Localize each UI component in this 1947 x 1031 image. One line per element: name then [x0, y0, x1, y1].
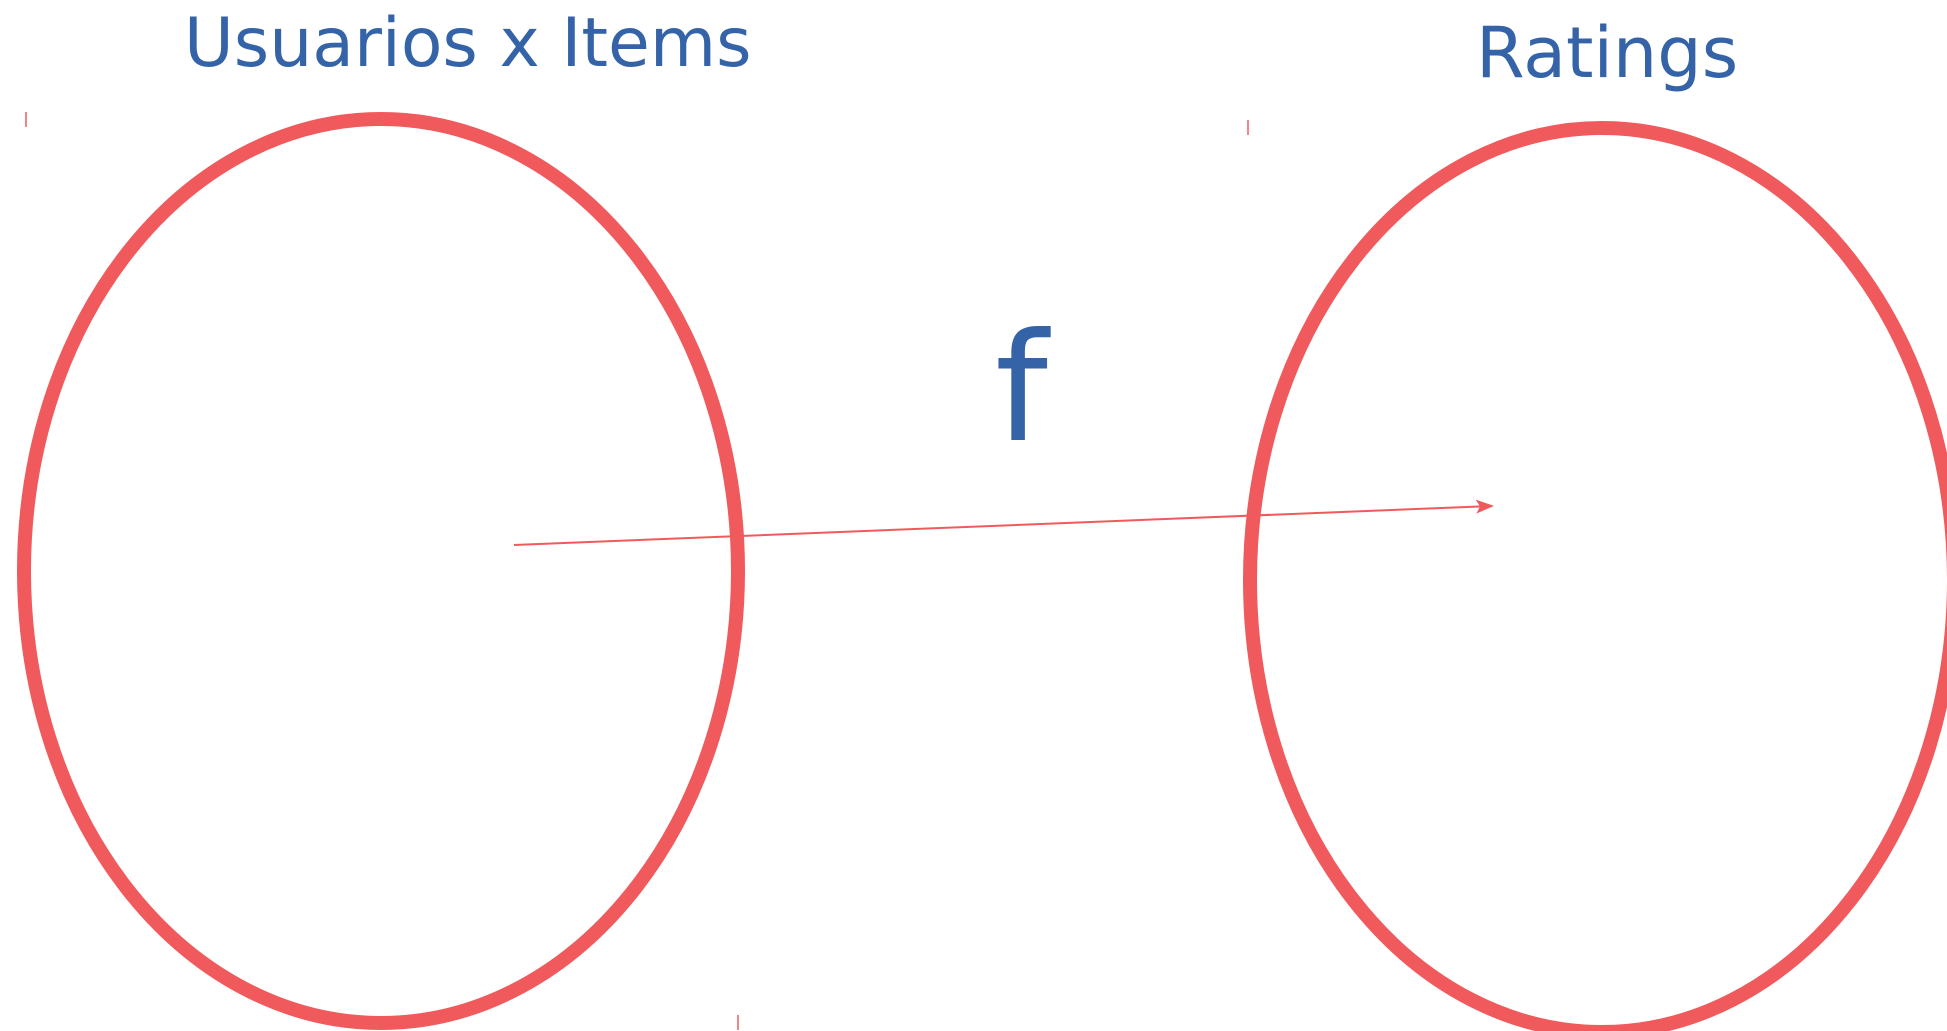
domain-set-label: Usuarios x Items	[184, 4, 752, 83]
codomain-set-label: Ratings	[1476, 12, 1739, 94]
codomain-set-ellipse	[1243, 121, 1947, 1031]
mapping-arrow	[513, 499, 1494, 546]
domain-set-ellipse	[17, 112, 745, 1030]
function-label: f	[995, 302, 1048, 476]
